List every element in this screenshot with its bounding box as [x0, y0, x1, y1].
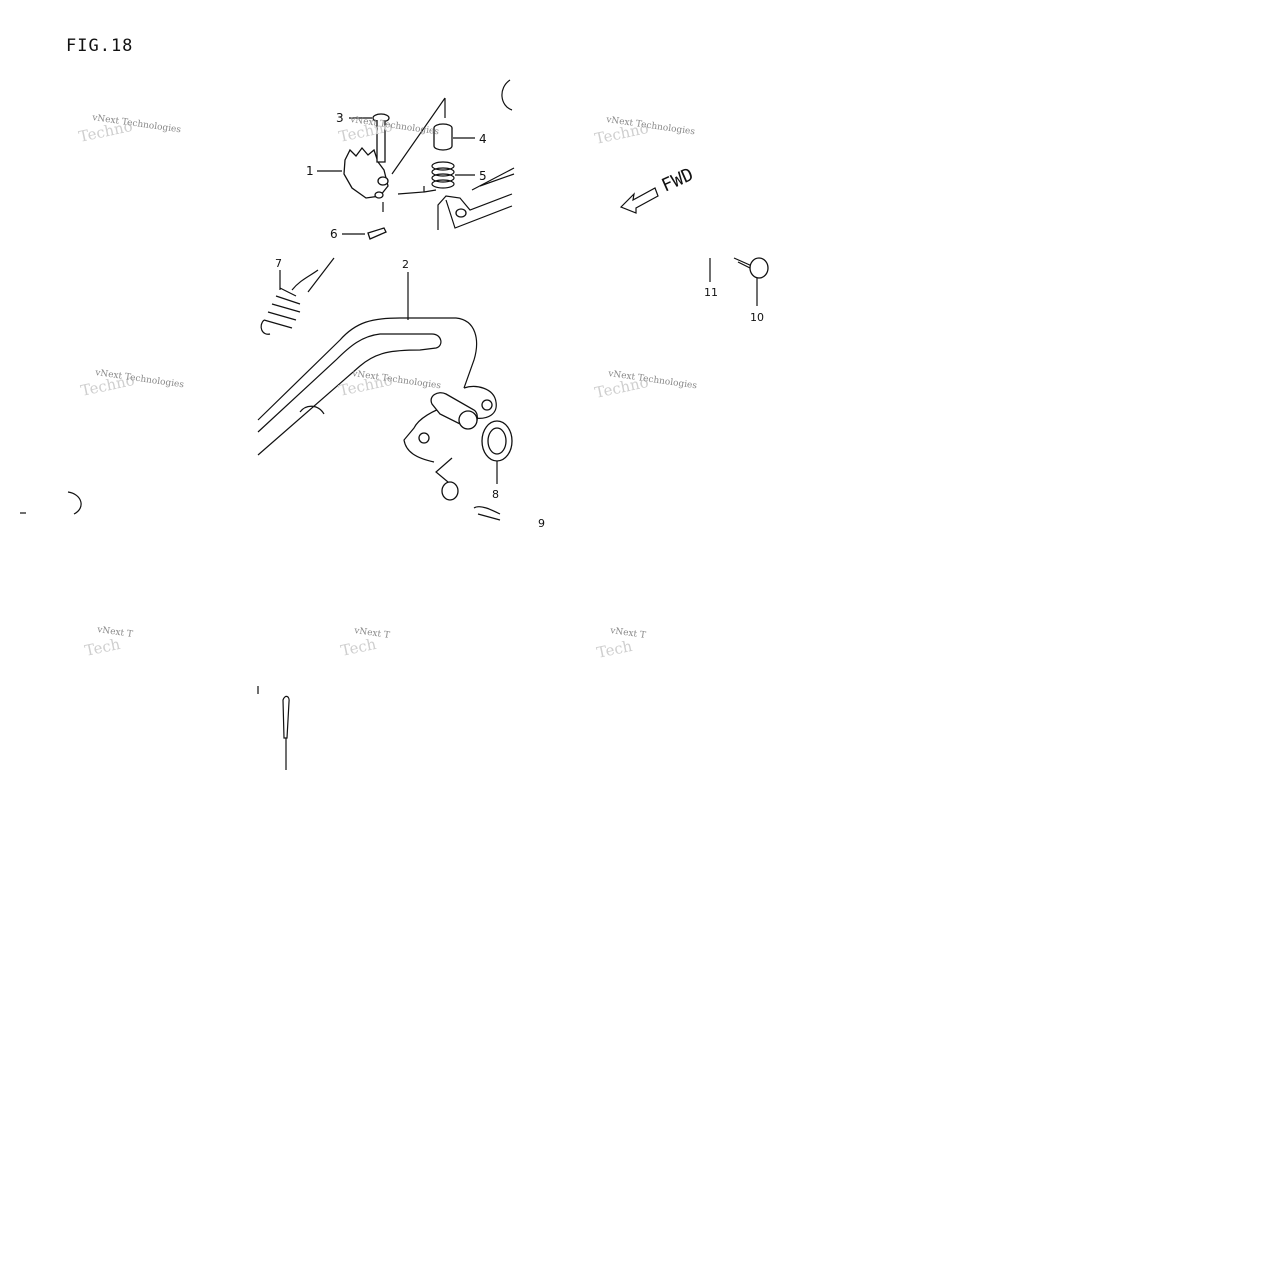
spring-part-5 [431, 161, 455, 189]
leader-collar [391, 97, 446, 175]
washer-part-8 [481, 420, 513, 462]
callout-9: 9 [538, 517, 545, 530]
watermark: Techno vNext Technologies [77, 113, 182, 146]
callout-11: 11 [704, 286, 718, 299]
forward-arrow-icon [619, 187, 659, 214]
watermark-partial: Tech vNext T [595, 626, 646, 662]
watermark-partial: Tech vNext T [83, 625, 133, 660]
watermark: Techno vNext Technologies [79, 368, 185, 400]
bolt-part-10 [733, 257, 769, 279]
watermark: Techno vNext Technologies [337, 369, 442, 400]
callout-8: 8 [492, 488, 499, 501]
pin-part-6 [367, 227, 387, 240]
leader-nut [435, 457, 453, 483]
callout-6: 6 [330, 227, 338, 241]
svg-text:Tech: Tech [595, 637, 634, 662]
callout-4: 4 [479, 132, 487, 146]
watermark: Techno vNext Technologies [337, 115, 440, 146]
cotter-pin-fragment [282, 695, 290, 770]
bolt-part-3 [372, 113, 390, 163]
callout-1: 1 [306, 164, 314, 178]
watermark-partial: Tech vNext T [339, 626, 390, 660]
figure-title: FIG.18 [66, 36, 134, 56]
spring-part-7 [260, 257, 335, 335]
callout-10: 10 [750, 311, 764, 324]
pedal-bracket [437, 79, 515, 230]
svg-text:Tech: Tech [83, 635, 122, 660]
watermark: Techno vNext Technologies [593, 369, 698, 402]
callout-2: 2 [402, 258, 409, 271]
callout-3: 3 [336, 111, 344, 125]
watermark: Techno vNext Technologies [593, 115, 696, 148]
direction-label: FWD [658, 164, 696, 196]
collar-part-4 [433, 123, 453, 151]
leader-spring [397, 186, 437, 195]
brake-pedal-part-2 [257, 317, 497, 463]
fragment-hook [67, 491, 82, 515]
nut-part-9 [441, 481, 501, 521]
callout-7: 7 [275, 257, 282, 270]
callout-5: 5 [479, 169, 487, 183]
